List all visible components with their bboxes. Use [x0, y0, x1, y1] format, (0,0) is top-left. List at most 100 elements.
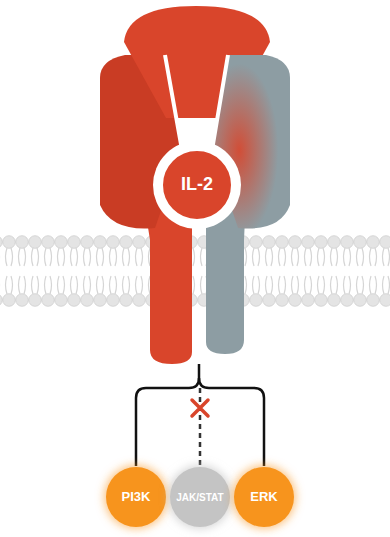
- node-label: IL-2: [181, 175, 213, 195]
- blocked-signal-line: [199, 388, 202, 466]
- lipid-head: [107, 236, 120, 249]
- lipid-head: [354, 294, 367, 307]
- lipid-tail: [84, 276, 91, 294]
- lipid-head: [29, 236, 42, 249]
- lipid-tail: [97, 248, 104, 266]
- lipid-tail: [357, 276, 364, 294]
- lipid-head: [315, 236, 328, 249]
- lipid-tail: [305, 276, 312, 294]
- lipid-tail: [383, 276, 390, 294]
- lipid-head: [42, 294, 55, 307]
- lipid-head: [328, 294, 341, 307]
- lipid-head: [263, 236, 276, 249]
- lipid-head: [315, 294, 328, 307]
- lipid-tail: [19, 248, 26, 266]
- lipid-tail: [32, 276, 39, 294]
- lipid-head: [133, 294, 146, 307]
- lipid-tail: [123, 276, 130, 294]
- lipid-tail: [383, 248, 390, 266]
- lipid-head: [341, 236, 354, 249]
- lipid-tail: [19, 276, 26, 294]
- lipid-head: [120, 294, 133, 307]
- lipid-tail: [58, 248, 65, 266]
- lipid-head: [250, 236, 263, 249]
- lipid-tail: [110, 248, 117, 266]
- pathway-circle: ERK: [234, 467, 294, 527]
- lipid-head: [302, 236, 315, 249]
- lipid-head: [302, 294, 315, 307]
- lipid-head: [42, 236, 55, 249]
- lipid-tail: [84, 248, 91, 266]
- lipid-tail: [331, 248, 338, 266]
- lipid-tail: [253, 276, 260, 294]
- pathway-circle: PI3K: [106, 467, 166, 527]
- lipid-head: [341, 294, 354, 307]
- lipid-head: [16, 236, 29, 249]
- lipid-head: [120, 236, 133, 249]
- lipid-tail: [266, 248, 273, 266]
- lipid-tail: [344, 248, 351, 266]
- lipid-head: [367, 294, 380, 307]
- signal-line: [199, 378, 264, 466]
- lipid-head: [81, 236, 94, 249]
- lipid-tail: [318, 248, 325, 266]
- node-label: ERK: [250, 490, 277, 504]
- ligand-circle: IL-2: [159, 147, 235, 223]
- signal-line: [136, 364, 199, 466]
- lipid-head: [68, 236, 81, 249]
- lipid-tail: [253, 248, 260, 266]
- lipid-head: [29, 294, 42, 307]
- lipid-tail: [279, 276, 286, 294]
- lipid-head: [133, 236, 146, 249]
- lobe-gap: [165, 55, 228, 150]
- lipid-head: [276, 294, 289, 307]
- lipid-tail: [344, 276, 351, 294]
- lipid-tail: [45, 276, 52, 294]
- block-mark: [192, 400, 208, 416]
- lipid-head: [380, 236, 390, 249]
- lipid-head: [81, 294, 94, 307]
- lipid-tail: [370, 276, 377, 294]
- lipid-tail: [331, 276, 338, 294]
- lipid-tail: [110, 276, 117, 294]
- lipid-tail: [58, 276, 65, 294]
- lipid-tail: [292, 276, 299, 294]
- lipid-head: [3, 236, 16, 249]
- lipid-head: [289, 294, 302, 307]
- node-label: JAK/STAT: [176, 492, 223, 503]
- lipid-tail: [318, 276, 325, 294]
- lipid-tail: [370, 248, 377, 266]
- lipid-head: [276, 236, 289, 249]
- lipid-tail: [292, 248, 299, 266]
- lipid-head: [328, 236, 341, 249]
- lipid-head: [0, 294, 2, 307]
- lipid-head: [55, 294, 68, 307]
- lipid-head: [68, 294, 81, 307]
- lipid-head: [263, 294, 276, 307]
- ligand-ring: [153, 141, 241, 229]
- lipid-head: [55, 236, 68, 249]
- lipid-tail: [32, 248, 39, 266]
- lipid-tail: [266, 276, 273, 294]
- lipid-tail: [357, 248, 364, 266]
- lipid-head: [3, 294, 16, 307]
- lipid-tail: [123, 248, 130, 266]
- lipid-tail: [45, 248, 52, 266]
- pathway-circle: JAK/STAT: [170, 467, 230, 527]
- lipid-tail: [136, 276, 143, 294]
- lipid-head: [94, 294, 107, 307]
- lipid-head: [289, 236, 302, 249]
- lipid-head: [107, 294, 120, 307]
- lipid-tail: [71, 276, 78, 294]
- lipid-head: [16, 294, 29, 307]
- lipid-tail: [71, 248, 78, 266]
- lipid-tail: [6, 248, 13, 266]
- lipid-tail: [97, 276, 104, 294]
- node-label: PI3K: [122, 490, 151, 504]
- lipid-tail: [305, 248, 312, 266]
- lipid-head: [380, 294, 390, 307]
- lipid-tail: [6, 276, 13, 294]
- lipid-bilayer: [0, 236, 390, 307]
